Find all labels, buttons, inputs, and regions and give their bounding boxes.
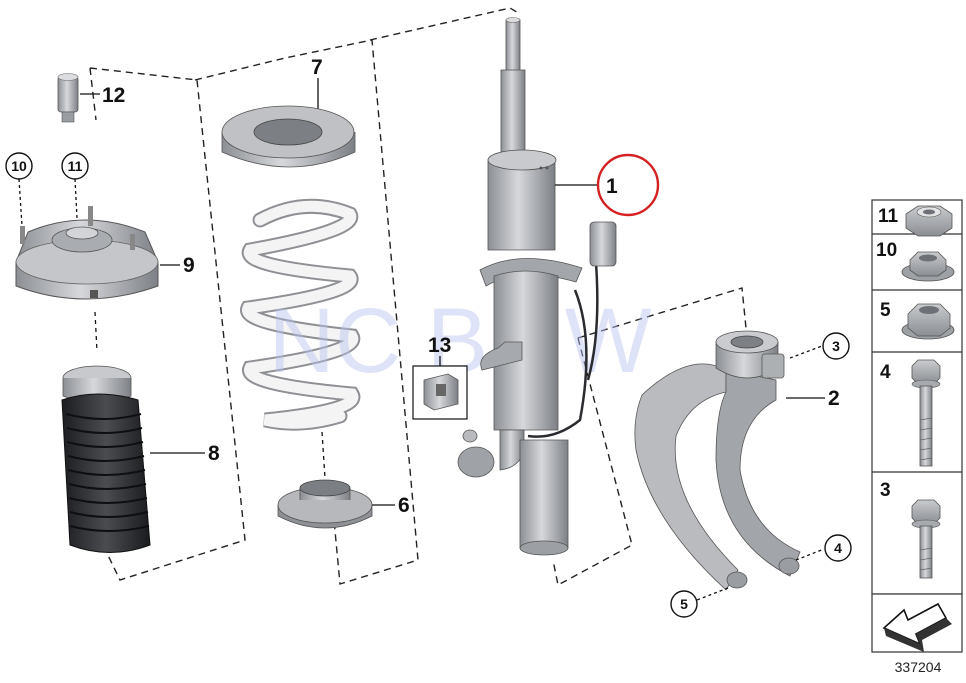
assembly-outline-left xyxy=(89,67,246,581)
lower-spring-pad-part xyxy=(277,479,373,529)
strut-part xyxy=(457,17,617,556)
hw-row-4-number: 4 xyxy=(880,362,891,383)
collar-nut-icon xyxy=(901,303,955,340)
callout-control-arm: 2 xyxy=(828,387,840,410)
cap-part xyxy=(57,73,79,123)
drawing-number: 337204 xyxy=(895,659,942,675)
callout-clip: 13 xyxy=(428,334,451,357)
long-bolt-icon xyxy=(911,359,941,467)
assembly-outline-strut xyxy=(369,7,521,41)
hex-nut-icon xyxy=(905,205,953,237)
callout-cap: 12 xyxy=(102,84,125,107)
dust-boot-part xyxy=(61,365,151,553)
lower-bolt-marker-leader xyxy=(795,548,825,561)
callout-circle-4 xyxy=(824,534,852,562)
clip-part xyxy=(423,373,459,411)
spring-axis xyxy=(321,431,326,479)
nut-marker-leader xyxy=(696,587,729,601)
highlight-circle xyxy=(596,153,660,217)
callout-strut: 1 xyxy=(606,175,618,198)
assembly-outline-arm-left xyxy=(552,337,633,587)
hw-row-5-number: 3 xyxy=(880,480,891,501)
callout-circle-3 xyxy=(822,332,850,360)
upper-spring-pad-part xyxy=(221,105,356,168)
assembly-outline-arm xyxy=(577,287,747,339)
strut-mount-part xyxy=(15,206,159,300)
assembly-outline-middle xyxy=(194,39,419,585)
callout-arm-bolt-lower: 4 xyxy=(834,540,842,556)
callout-dust-boot: 8 xyxy=(208,442,220,465)
flange-nut-icon xyxy=(901,251,955,282)
mount-to-boot-axis xyxy=(94,311,98,353)
callout-circle-5 xyxy=(670,590,698,618)
top-nut-leader xyxy=(74,178,78,219)
callout-mount-nut: 10 xyxy=(11,158,27,174)
callout-strut-mount: 9 xyxy=(183,254,195,277)
coil-spring-part xyxy=(240,198,361,431)
bolt-marker-leader xyxy=(789,345,823,359)
callout-top-nut: 11 xyxy=(68,158,83,174)
callout-arm-nut: 5 xyxy=(680,596,688,612)
callout-lower-spring-pad: 6 xyxy=(398,494,410,517)
control-arm-part xyxy=(634,330,801,591)
short-bolt-icon xyxy=(911,499,941,579)
mount-nut-leader xyxy=(18,178,23,227)
hw-row-2-number: 10 xyxy=(876,240,897,261)
hw-row-1-number: 11 xyxy=(878,206,899,227)
callout-arm-bolt: 3 xyxy=(832,338,840,354)
callout-upper-spring-pad: 7 xyxy=(311,56,323,79)
orientation-arrow-icon xyxy=(882,602,952,652)
hw-row-3-number: 5 xyxy=(880,300,891,321)
